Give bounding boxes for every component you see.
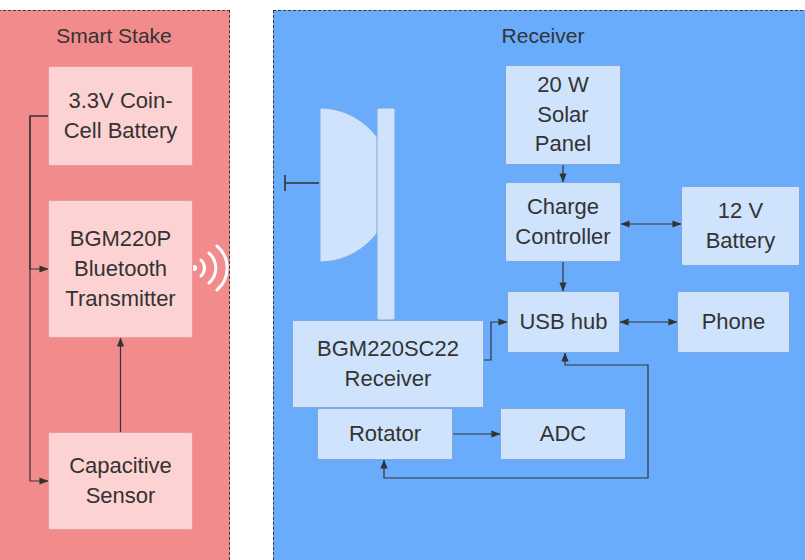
connector-arrow xyxy=(30,116,48,269)
solar-box: 20 W Solar Panel xyxy=(505,65,621,165)
panel-title: Receiver xyxy=(274,11,805,48)
region-panel: Smart Stake 3.3V Coin-Cell BatteryBGM220P… xyxy=(0,10,230,560)
box-label: ADC xyxy=(540,419,586,449)
connector-arrow xyxy=(620,321,677,322)
battery-box: 3.3V Coin-Cell Battery xyxy=(48,66,193,166)
sensor-box: Capacitive Sensor xyxy=(48,432,193,530)
box-label: Charge Controller xyxy=(512,192,614,251)
controller-box: Charge Controller xyxy=(505,182,621,262)
wireless-arc xyxy=(217,246,227,290)
connector-arrow xyxy=(621,223,681,224)
transmitter-box: BGM220P Bluetooth Transmitter xyxy=(48,200,193,338)
connector-arrow xyxy=(484,322,507,360)
wireless-arc xyxy=(209,253,216,283)
connector-arrow xyxy=(30,116,48,481)
connector-arrow xyxy=(562,262,563,291)
box-label: 3.3V Coin-Cell Battery xyxy=(55,86,186,145)
box-label: Phone xyxy=(702,307,766,337)
box-label: USB hub xyxy=(519,307,607,337)
panel-title: Smart Stake xyxy=(0,11,229,48)
wireless-dot xyxy=(191,265,197,271)
wireless-arc xyxy=(201,260,204,276)
receiver-box: BGM220SC22 Receiver xyxy=(292,320,484,408)
wireless-symbol xyxy=(191,246,227,290)
box-label: Rotator xyxy=(349,419,421,449)
box-label: Capacitive Sensor xyxy=(55,451,186,510)
phone-box: Phone xyxy=(677,291,790,353)
battery-box: 12 V Battery xyxy=(681,186,800,266)
connector-arrow xyxy=(453,433,500,434)
antenna-feed xyxy=(285,175,319,191)
box-label: 20 W Solar Panel xyxy=(512,70,614,159)
hub-box: USB hub xyxy=(507,291,620,353)
connector-arrow xyxy=(562,165,563,183)
adc-box: ADC xyxy=(500,408,626,460)
connector-arrow xyxy=(384,353,648,478)
antenna-mast xyxy=(377,108,395,320)
box-label: 12 V Battery xyxy=(688,196,793,255)
connector-arrow xyxy=(120,338,121,432)
dish-antenna xyxy=(285,108,395,320)
box-label: BGM220SC22 Receiver xyxy=(299,334,477,393)
box-label: BGM220P Bluetooth Transmitter xyxy=(55,224,186,313)
rotator-box: Rotator xyxy=(317,408,453,460)
